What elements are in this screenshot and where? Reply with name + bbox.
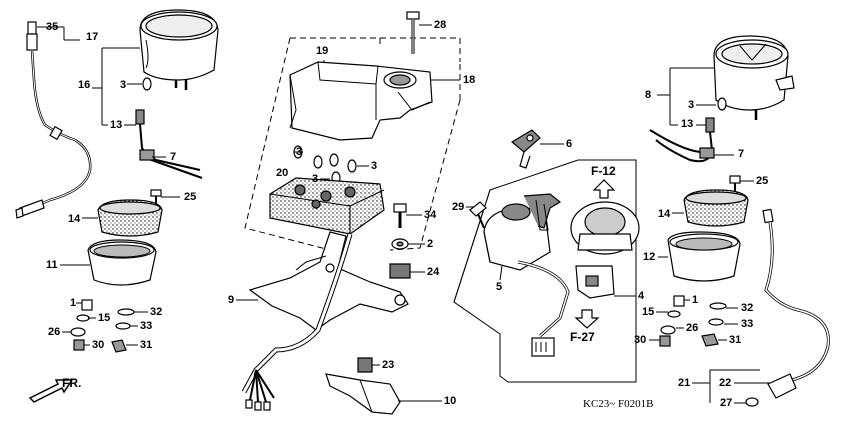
part-label-3-a: 3 <box>120 79 126 91</box>
leaders-center <box>236 24 460 402</box>
meter-cover-12 <box>667 231 741 282</box>
ref-f12-label: F-12 <box>591 164 616 178</box>
part-label-24: 24 <box>427 266 440 278</box>
socket-wires-left <box>135 109 203 179</box>
part-label-15-right: 15 <box>642 306 654 318</box>
switch-holder-4 <box>575 265 636 299</box>
bracket-10 <box>325 373 401 415</box>
part-label-32-left: 32 <box>150 306 162 318</box>
indicator-board-20 <box>269 177 385 235</box>
meter-cover-11 <box>87 239 157 286</box>
part-label-20: 20 <box>276 167 288 179</box>
part-label-23: 23 <box>382 359 394 371</box>
part-label-22: 22 <box>719 377 731 389</box>
part-label-3-right: 3 <box>688 99 694 111</box>
part-label-4: 4 <box>638 290 645 302</box>
stay-bracket-9 <box>248 231 409 331</box>
part-label-13-left: 13 <box>110 119 122 131</box>
hardware-center <box>389 203 411 279</box>
part-label-1-left: 1 <box>70 297 76 309</box>
front-arrow: FR. <box>28 376 81 403</box>
meter-right <box>713 35 795 120</box>
part-label-30-right: 30 <box>634 334 646 346</box>
part-label-29: 29 <box>452 201 464 213</box>
part-label-15-left: 15 <box>98 312 110 324</box>
front-arrow-label: FR. <box>62 376 81 390</box>
part-label-16: 16 <box>78 79 90 91</box>
part-label-2: 2 <box>427 238 433 250</box>
cushion-14-left <box>97 199 163 237</box>
diagram-code: KC23~ F0201B <box>583 398 653 410</box>
part-label-9: 9 <box>228 294 234 306</box>
ref-f27-label: F-27 <box>570 330 595 344</box>
part-label-30-left: 30 <box>92 339 104 351</box>
part-label-12: 12 <box>643 251 655 263</box>
cushion-14-right <box>683 189 749 227</box>
meter-housing <box>289 61 433 141</box>
part-label-25-right: 25 <box>756 175 768 187</box>
part-label-25-left: 25 <box>184 191 196 203</box>
bulb-right <box>717 97 727 111</box>
part-label-35-left: 35 <box>46 21 58 33</box>
part-label-17: 17 <box>86 31 98 43</box>
part-label-3-c: 3 <box>371 160 377 172</box>
ignition-switch-5 <box>483 193 570 357</box>
speedometer-cable-right <box>745 208 830 407</box>
part-label-34: 34 <box>424 209 437 221</box>
leaders-left <box>37 26 180 346</box>
part-label-7-right: 7 <box>738 148 744 160</box>
part-label-32-right: 32 <box>741 302 753 314</box>
bulb-left <box>142 77 152 91</box>
part-label-10: 10 <box>444 395 456 407</box>
key-6 <box>510 129 541 169</box>
part-label-33-left: 33 <box>140 320 152 332</box>
screw-29 <box>469 201 487 229</box>
ref-f12: F-12 <box>591 164 616 199</box>
part-label-27: 27 <box>720 397 732 409</box>
part-label-11: 11 <box>46 259 58 271</box>
part-label-26-left: 26 <box>48 326 60 338</box>
part-label-19: 19 <box>316 45 328 57</box>
ref-f27: F-27 <box>570 309 600 344</box>
part-label-3-b: 3 <box>296 146 302 158</box>
grommet-23 <box>357 357 373 373</box>
part-label-14-right: 14 <box>658 208 671 220</box>
hardware-right <box>659 295 727 347</box>
part-label-31-right: 31 <box>729 334 741 346</box>
part-label-33-right: 33 <box>741 318 753 330</box>
part-label-31-left: 31 <box>140 339 152 351</box>
part-label-1-right: 1 <box>692 294 698 306</box>
part-label-7-left: 7 <box>170 151 176 163</box>
part-label-6: 6 <box>566 138 572 150</box>
wire-harness <box>241 233 353 411</box>
leaders-right <box>649 67 770 404</box>
part-label-13-right: 13 <box>681 118 693 130</box>
part-label-5: 5 <box>496 281 502 293</box>
meter-left <box>139 9 219 90</box>
speedometer-cable-left <box>15 21 92 219</box>
part-label-26-right: 26 <box>686 322 698 334</box>
socket-wires-right <box>649 117 715 163</box>
screw-28 <box>406 11 420 54</box>
leaders-ignition <box>466 143 564 281</box>
part-label-14-left: 14 <box>68 213 81 225</box>
part-label-8: 8 <box>645 89 651 101</box>
part-label-18: 18 <box>463 74 475 86</box>
part-label-3-d: 3 <box>312 173 318 185</box>
switch-cover <box>570 201 640 255</box>
part-label-21: 21 <box>678 377 690 389</box>
part-label-28: 28 <box>434 19 446 31</box>
